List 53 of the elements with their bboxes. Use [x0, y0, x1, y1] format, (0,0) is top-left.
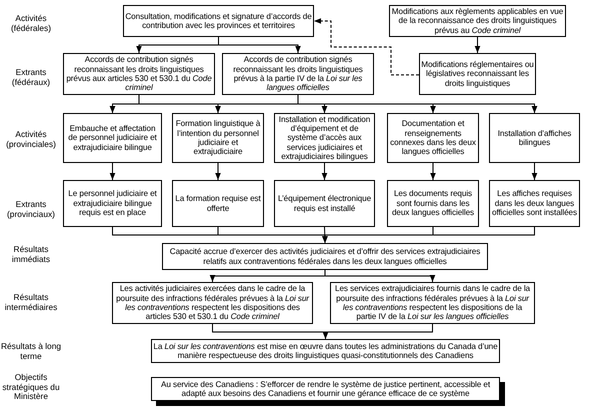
box-text: Installation d’affiches bilingues [496, 128, 572, 148]
box-text: Les affiches requises dans les deux langues officielles sont installées [491, 189, 578, 218]
row-label: Résultats immédiats [10, 245, 52, 264]
box-text: Au service des Canadiens : S’efforcer de rendre le système de justice pertinent, accessible et adapté aux besoins des Canadiens et fournir une gérance efficace de ce système [160, 380, 492, 398]
box-text: L’équipement électronique requis est installé [276, 194, 372, 213]
row-label: Extrants (provinciaux) [6, 200, 56, 220]
arrow [322, 226, 535, 244]
process-box [387, 180, 479, 227]
process-box [274, 180, 375, 227]
box-text: Accords de contribution signés reconnaissant les droits linguistiques prévus aux articles 530 et 530.1 du Code criminel [65, 55, 213, 93]
box-text: Consultation, modifications et signature d’accords de contribution avec les provinces et territoires [125, 12, 312, 30]
process-box [162, 243, 488, 270]
box-text: Installation et modification d’équipement et de système d’accès aux services judiciaires et extrajudiciaires bilingues [278, 114, 372, 162]
process-box [172, 113, 264, 163]
box-text: Les services extrajudiciaires fournis dans le cadre de la poursuite des infractions fédérales prévues à la Loi sur les contraventions respectent les dispositions de la partie IV de la Loi sur les langues officielles [334, 284, 531, 322]
process-box [489, 180, 580, 227]
row-label: Résultats intermédiaires [4, 293, 58, 312]
arrow [322, 162, 328, 180]
process-box [222, 53, 374, 95]
dashed-arrow [314, 18, 420, 76]
arrow [532, 162, 538, 180]
row-label: Extrants (fédéraux) [10, 68, 52, 88]
row-label: Résultats à long terme [0, 342, 62, 362]
box-text: Le personnel judiciaire et extrajudiciaire bilingue requis est en place [67, 189, 158, 218]
arrow [215, 162, 221, 180]
process-box [63, 180, 162, 227]
row-label: Activités (fédérales) [10, 14, 52, 34]
process-box [123, 5, 314, 37]
arrow [474, 36, 480, 54]
row-label: Activités (provinciales) [5, 130, 57, 150]
arrow [430, 162, 436, 180]
process-box [63, 113, 162, 163]
box-text: Les documents requis sont fournis dans les deux langues officielles [390, 189, 476, 218]
box-text: Modifications réglementaires ou législatives reconnaissant les droits linguistiques [421, 60, 534, 88]
box-text: La formation requise est offerte [174, 194, 262, 213]
box-text: Modifications aux règlements applicables en vue de la reconnaissance des droits linguistiques prévus au Code criminel [391, 6, 564, 36]
box-text: Embauche et affectation de personnel judiciaire et extrajudiciaire bilingue [67, 124, 158, 152]
process-box [419, 53, 536, 95]
box-text: Formation linguistique à l’intention du personnel judiciaire et extrajudiciaire [174, 119, 262, 157]
process-box [489, 113, 580, 163]
box-text: La Loi sur les contraventions est mise en œuvre dans toutes les administrations du Canada d’une manière respectueuse des droits linguistiques quasi-constitutionnels des Canadiens [153, 342, 498, 360]
arrow [322, 226, 328, 244]
row-label: Objectifs stratégiques du Ministère [1, 373, 61, 402]
box-text: Accords de contribution signés reconnaissant les droits linguistiques prévus à la partie IV de la Loi sur les langues officielles [232, 55, 364, 93]
box-text: Les activités judiciaires exercées dans le cadre de la poursuite des infractions fédérales prévues à la Loi sur les contraventions respectent les dispositions des articles 530 et 530.1 du Code criminel [115, 284, 310, 322]
process-box [172, 180, 264, 227]
process-box [387, 113, 479, 163]
arrow [110, 162, 116, 180]
box-text: Documentation et renseignements connexes dans les deux langues officielles [389, 119, 477, 157]
box-text: Capacité accrue d’exercer des activités judiciaires et d’offrir des services extrajudiciaires relatifs aux contraventions fédérales dans les deux langues officielles [168, 247, 482, 266]
arrow [218, 36, 301, 54]
arrow [324, 270, 436, 282]
arrow [322, 324, 433, 340]
